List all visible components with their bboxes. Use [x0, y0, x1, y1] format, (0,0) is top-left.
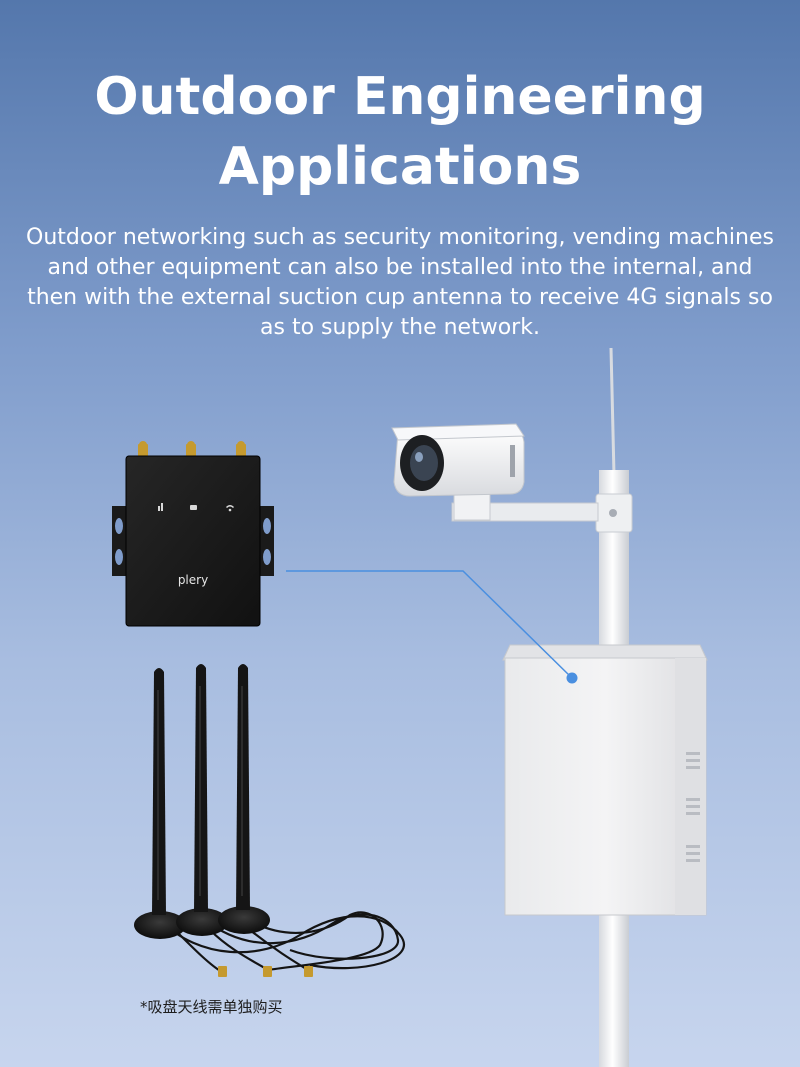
wifi-icon	[226, 505, 234, 508]
antenna-sma-connectors	[218, 966, 313, 977]
enclosure-side	[675, 658, 706, 915]
enclosure-vents	[686, 752, 700, 862]
router-left-hole-1	[115, 518, 123, 534]
router-status-icons	[158, 503, 234, 512]
4g-router: plery	[112, 441, 274, 627]
page-title: Outdoor Engineering Applications	[0, 62, 800, 202]
camera-lens-glare	[415, 452, 423, 462]
router-brand-label: plery	[178, 573, 208, 587]
antenna-whip-highlights	[157, 686, 243, 900]
router-right-hole-2	[263, 549, 271, 565]
signal-icon	[158, 506, 160, 511]
security-camera	[391, 423, 599, 522]
enclosure-body	[504, 657, 707, 916]
connector-line	[286, 570, 573, 679]
router-right-ear	[260, 506, 274, 576]
router-left-hole-2	[115, 549, 123, 565]
outdoor-enclosure	[502, 644, 708, 916]
title-line-1: Outdoor Engineering	[94, 67, 706, 127]
router-right-hole-1	[263, 518, 271, 534]
network-icon	[190, 505, 197, 510]
connector-dot	[566, 672, 578, 684]
router-antenna-ports	[138, 441, 246, 458]
antenna-base-2	[176, 908, 228, 936]
clamp-bolt	[609, 509, 617, 517]
router-body	[125, 455, 261, 627]
antenna-base-1	[134, 911, 186, 939]
antenna-base-3	[218, 906, 270, 934]
antenna-purchase-note: *吸盘天线需单独购买	[140, 998, 283, 1016]
title-line-2: Applications	[218, 137, 582, 197]
suction-cup-antennas	[134, 664, 405, 977]
page-description: Outdoor networking such as security moni…	[26, 225, 774, 340]
camera-lens	[410, 445, 438, 481]
router-to-enclosure-connector	[286, 570, 578, 684]
router-left-ear	[112, 506, 126, 576]
camera-side-label	[510, 445, 515, 477]
pole-antenna-rod	[609, 347, 616, 476]
